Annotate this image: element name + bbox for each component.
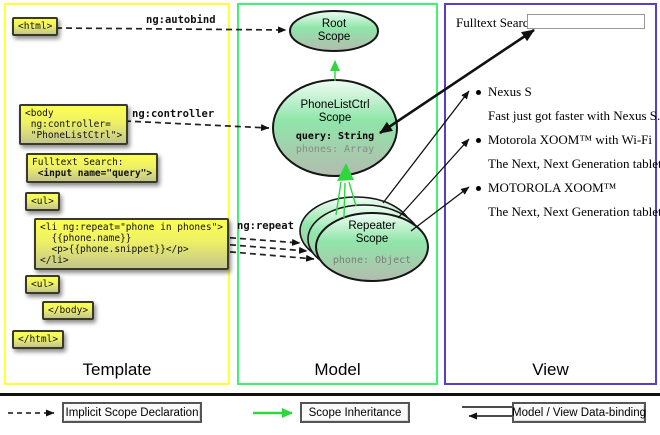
view-item-desc: The Next, Next Generation tablet. [488, 204, 660, 219]
li-repeat-code-box: <li ng:repeat="phone in phones"> {{phone… [34, 218, 230, 270]
fulltext-search-code-box: Fulltext Search: <input name="query"> [26, 153, 159, 183]
template-column-label: Template [82, 360, 152, 379]
fulltext-search-input[interactable] [527, 14, 645, 29]
html-close-tag-box: </html> [12, 330, 65, 349]
ng-repeat-label: ng:repeat [237, 220, 294, 232]
phonelistctrl-scope-title: PhoneListCtrl Scope [300, 99, 370, 124]
body-open-tag-box: <body ng:controller= "PhoneListCtrl"> [19, 104, 129, 145]
legend-scope-inheritance: Scope Inheritance [300, 402, 410, 423]
legend-implicit-scope: Implicit Scope Declaration [62, 402, 202, 423]
legend-divider [0, 393, 660, 396]
html-open-tag-box: <html> [12, 17, 59, 36]
body-close-tag-box: </body> [42, 301, 95, 320]
repeater-phone-prop: phone: Object [332, 255, 412, 266]
phonelistctrl-query-prop: query: String [295, 131, 375, 142]
ng-controller-label: ng:controller [132, 108, 215, 120]
view-column-label: View [532, 360, 569, 379]
view-search-label: Fulltext Search: [456, 15, 539, 30]
bullet-icon [476, 138, 481, 143]
view-item-title: Motorola XOOM™ with Wi-Fi [488, 132, 653, 147]
ng-autobind-label: ng:autobind [146, 14, 216, 26]
view-item-title: MOTOROLA XOOM™ [488, 180, 617, 195]
phonelistctrl-phones-prop: phones: Array [295, 144, 375, 155]
view-item-desc: Fast just got faster with Nexus S. [488, 108, 660, 123]
view-item-title: Nexus S [488, 84, 532, 99]
bullet-icon [476, 186, 481, 191]
view-item-desc: The Next, Next Generation tablet. [488, 156, 660, 171]
ul-open-tag-box: <ul> [25, 192, 60, 211]
root-scope-title: Root Scope [317, 18, 351, 43]
ul-close-tag-box: <ul> [25, 275, 60, 294]
repeater-scope-title: Repeater Scope [348, 220, 396, 245]
model-column: Model [237, 3, 438, 385]
legend-data-binding: Model / View Data-binding [512, 402, 646, 423]
model-column-label: Model [314, 360, 361, 379]
bullet-icon [476, 90, 481, 95]
